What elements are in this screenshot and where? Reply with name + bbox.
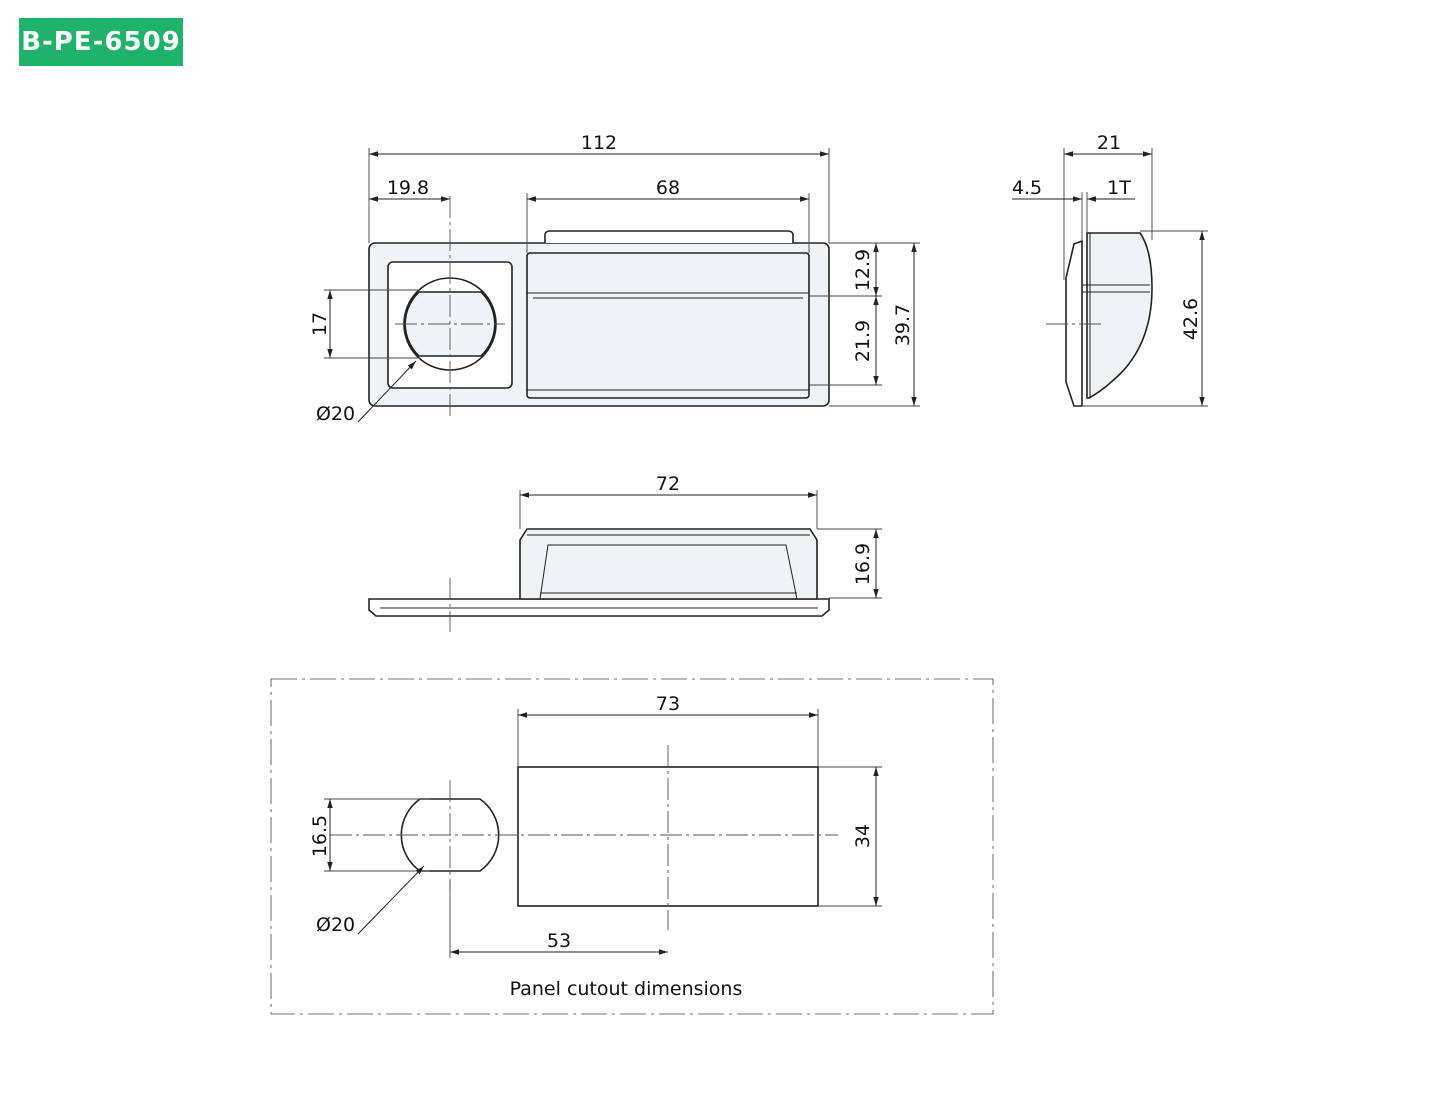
cutout-caption: Panel cutout dimensions [510,978,743,1000]
dim-body-height: 16.9 [852,543,874,585]
side-flange [1065,239,1083,407]
dim-cutout-height: 34 [852,824,874,848]
dim-cutout-width: 73 [656,693,680,715]
dim-body-width: 72 [656,473,680,495]
side-body [1086,232,1153,399]
dim-total-height: 39.7 [892,304,914,346]
dim-hole-diameter: Ø20 [316,914,355,936]
handle-recess [526,252,810,399]
dim-knob-flat: 17 [309,312,331,336]
cutout-frame [270,678,994,1015]
dim-flange-offset: 4.5 [1012,177,1042,199]
dim-overall-width: 112 [581,132,617,154]
dim-knob-diameter: Ø20 [316,403,355,425]
top-body [519,528,818,600]
dim-side-height: 42.6 [1180,298,1202,340]
dim-lower-height: 21.9 [852,320,874,362]
product-code-badge: B-PE-6509 [19,18,183,66]
dim-handle-width: 68 [656,177,680,199]
dim-hole-flat: 16.5 [309,815,331,857]
dim-panel-thickness: 1T [1107,177,1131,199]
side-view: 21 4.5 1T 42.6 [1012,132,1208,407]
panel-cutout: 73 34 16.5 Ø20 53 Panel cutout dimension… [270,678,994,1015]
dim-depth: 21 [1097,132,1121,154]
dim-upper-height: 12.9 [852,249,874,291]
handle-lip [544,230,794,243]
top-view: 72 16.9 [368,473,882,632]
front-view: 112 19.8 68 12.9 21.9 39.7 17 Ø20 [309,132,920,425]
dim-knob-offset: 19.8 [387,177,429,199]
dim-center-distance: 53 [547,930,571,952]
